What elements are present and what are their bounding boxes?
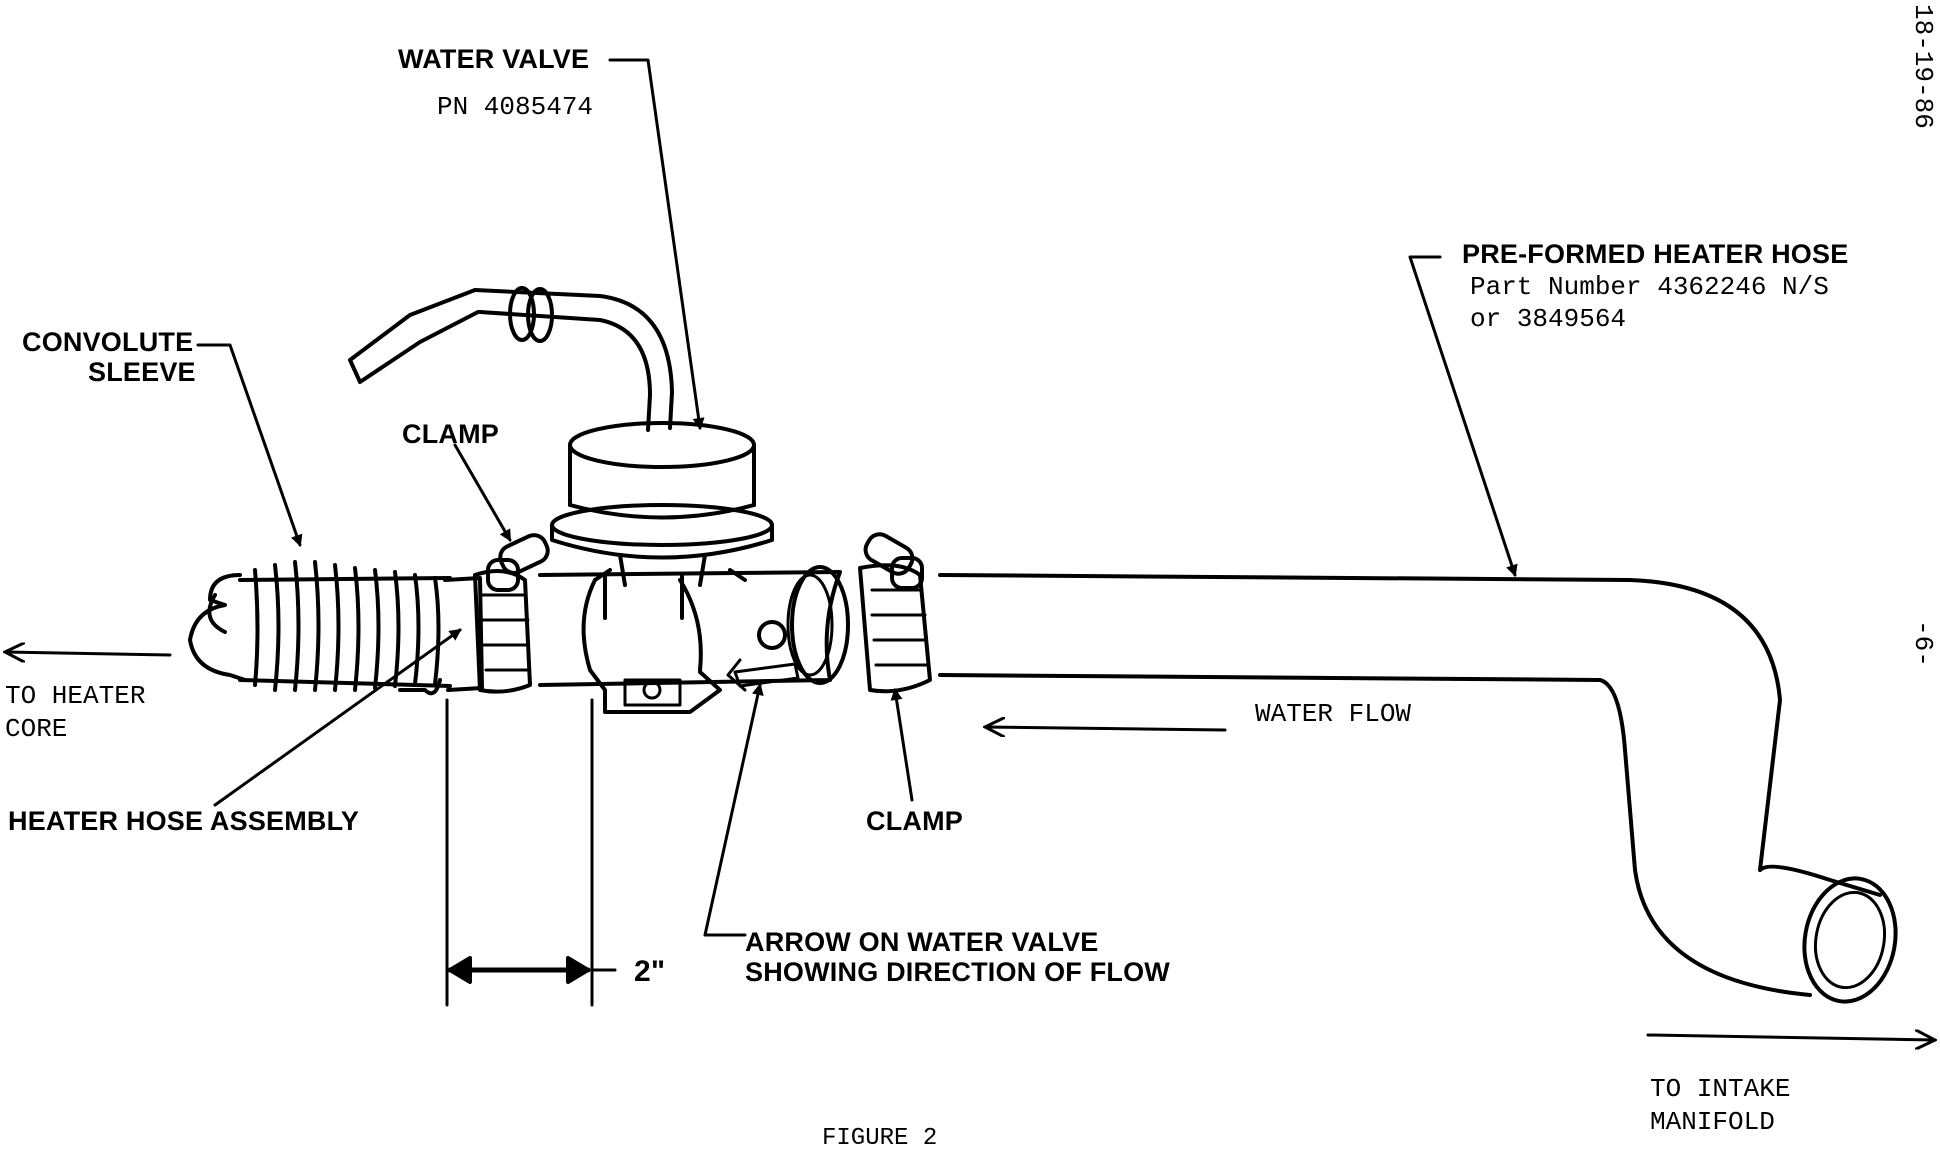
to-heater-core-arrow [5,652,172,655]
margin-code: 18-19-86 [1908,4,1938,129]
convolute-sleeve-leader [196,343,303,547]
heater-hose-assembly-label: HEATER HOSE ASSEMBLY [8,806,360,836]
water-valve-actuator [348,286,774,587]
convolute-sleeve-label-line1: CONVOLUTE [22,327,194,357]
water-flow-label: WATER FLOW [1255,699,1412,729]
page-number: -6- [1908,620,1938,667]
preformed-hose-part-number-line1: Part Number 4362246 N/S [1470,272,1829,302]
clamp-top-leader [453,443,512,542]
arrow-on-valve-leader [703,683,764,937]
to-intake-arrow [1646,1035,1935,1040]
preformed-heater-hose-label: PRE-FORMED HEATER HOSE [1462,239,1849,269]
valve-body [538,565,850,714]
preformed-hose-leader [1408,255,1518,577]
convolute-sleeve [188,560,452,692]
figure-caption: FIGURE 2 [822,1125,938,1152]
to-heater-core-label-line1: TO HEATER [5,681,146,711]
dimension-2in [445,698,617,1007]
to-heater-core-label-line2: CORE [5,714,68,744]
clamp-bottom-label: CLAMP [866,806,963,836]
water-valve-leader [608,58,705,430]
arrow-on-valve-label-line2: SHOWING DIRECTION OF FLOW [745,957,1170,987]
water-flow-arrow [985,727,1227,730]
water-valve-part-number: PN 4085474 [437,92,594,122]
clamp-top-label: CLAMP [402,419,499,449]
arrow-on-valve-label-line1: ARROW ON WATER VALVE [745,927,1099,957]
dimension-label: 2" [634,955,666,988]
heater-hose-assembly-leader [213,628,462,807]
clamp-right [858,532,932,694]
clamp-bottom-leader [890,688,914,802]
to-intake-manifold-label-line1: TO INTAKE [1650,1074,1791,1104]
to-intake-manifold-label-line2: MANIFOLD [1650,1107,1775,1137]
water-valve-label: WATER VALVE [398,44,590,74]
preformed-heater-hose [938,573,1898,1004]
heater-hose-assembly [398,576,484,696]
clamp-left [473,533,550,694]
convolute-sleeve-label-line2: SLEEVE [88,357,196,387]
preformed-hose-part-number-line2: or 3849564 [1470,304,1627,334]
